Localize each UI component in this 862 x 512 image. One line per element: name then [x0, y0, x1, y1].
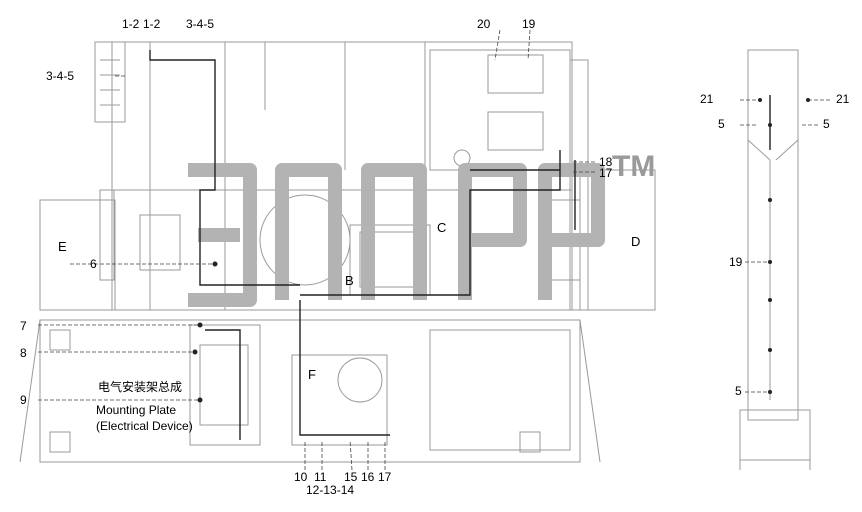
label-f: F — [308, 367, 316, 382]
label-8: 8 — [20, 346, 27, 360]
harness-cables — [149, 50, 771, 440]
label-11: 11 — [314, 470, 327, 484]
label-19-right: 19 — [729, 255, 743, 269]
label-1-2-a: 1-2 — [122, 17, 140, 31]
mounting-plate-subtitle-en: (Electrical Device) — [96, 419, 193, 433]
label-17-bottom: 17 — [378, 470, 392, 484]
label-3-4-5-left: 3-4-5 — [46, 69, 75, 83]
label-b: B — [345, 273, 354, 288]
boom-outline — [747, 49, 799, 421]
label-3-4-5-top: 3-4-5 — [186, 17, 215, 31]
label-1-2-b: 1-2 — [143, 17, 161, 31]
label-c: C — [437, 220, 447, 235]
label-16: 16 — [361, 470, 375, 484]
mounting-plate-title-cn: 电气安装架总成 — [98, 380, 183, 394]
label-20: 20 — [477, 17, 491, 31]
leader-lines — [38, 29, 830, 471]
mounting-plate-title-en: Mounting Plate — [96, 403, 177, 417]
label-5-right: 5 — [823, 117, 830, 131]
label-e: E — [58, 239, 67, 254]
label-21-right: 21 — [836, 92, 850, 106]
label-15: 15 — [344, 470, 358, 484]
label-12-13-14: 12-13-14 — [306, 483, 355, 497]
label-19: 19 — [522, 17, 536, 31]
label-5-bottom: 5 — [735, 384, 742, 398]
label-5-left: 5 — [718, 117, 725, 131]
connector-markers — [192, 98, 810, 403]
label-9: 9 — [20, 393, 27, 407]
lower-assembly-outline — [39, 319, 581, 463]
label-18: 18 — [599, 155, 613, 169]
label-10: 10 — [294, 470, 308, 484]
label-17-right: 17 — [599, 166, 613, 180]
watermark-tm: TM — [612, 150, 656, 183]
label-21-left: 21 — [700, 92, 714, 106]
label-d: D — [631, 234, 641, 249]
label-6: 6 — [90, 257, 97, 271]
label-7: 7 — [20, 319, 27, 333]
